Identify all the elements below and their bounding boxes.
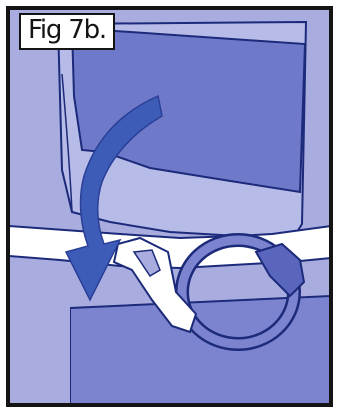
lower-panel-shade bbox=[9, 268, 70, 404]
figure-label: Fig 7b. bbox=[19, 13, 115, 50]
clip-hook-detail bbox=[132, 249, 161, 278]
upper-flap-crease bbox=[61, 73, 73, 213]
tighten-strap-direction-arrow bbox=[64, 94, 163, 302]
strap-end bbox=[254, 242, 306, 298]
clip-hook bbox=[112, 236, 198, 334]
upper-flap-panel bbox=[70, 26, 307, 194]
figure-border bbox=[6, 6, 333, 407]
